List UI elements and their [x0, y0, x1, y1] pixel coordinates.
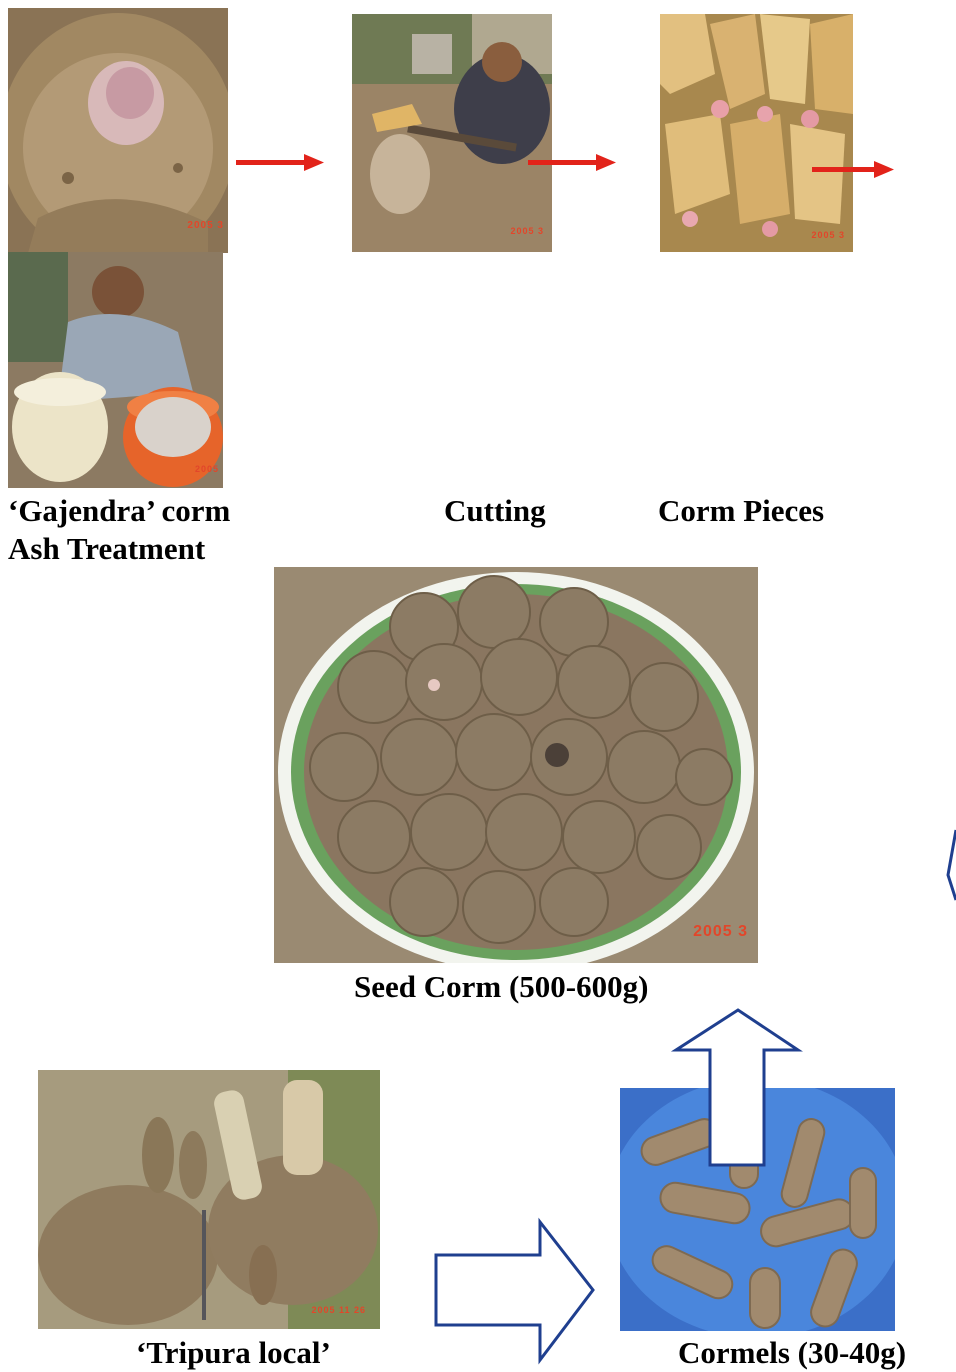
- label-gajendra-corm: ‘Gajendra’ corm: [8, 492, 230, 530]
- photo-tripura-local: 2005 11 26: [38, 1070, 380, 1329]
- label-ash-treatment: Ash Treatment: [8, 530, 205, 568]
- label-tripura-local: ‘Tripura local’: [136, 1334, 331, 1372]
- photo-ash-treatment: 2005: [8, 252, 223, 488]
- label-seed-corm: Seed Corm (500-600g): [354, 968, 648, 1006]
- photo-date-stamp: 2005 3: [811, 230, 845, 240]
- red-arrow-1: [236, 154, 324, 171]
- label-corm-pieces: Corm Pieces: [658, 492, 824, 530]
- photo-date-stamp: 2005: [195, 464, 219, 474]
- photo-date-stamp: 2005 11 26: [311, 1305, 366, 1315]
- photo-corm-pieces: 2005 3: [660, 14, 853, 252]
- photo-seed-corm: 2005 3: [274, 567, 758, 963]
- photo-date-stamp: 2005 3: [693, 923, 748, 941]
- blue-arrow-right: [436, 1222, 593, 1360]
- photo-cormels: [620, 1088, 895, 1331]
- photo-cutting: 2005 3: [352, 14, 552, 252]
- label-cormels: Cormels (30-40g): [678, 1334, 906, 1372]
- photo-gajendra-corm: 2005 3: [8, 8, 228, 253]
- label-cutting: Cutting: [444, 492, 546, 530]
- photo-date-stamp: 2005 3: [510, 226, 544, 236]
- photo-date-stamp: 2005 3: [187, 220, 224, 231]
- blue-arrow-partial: [948, 830, 956, 900]
